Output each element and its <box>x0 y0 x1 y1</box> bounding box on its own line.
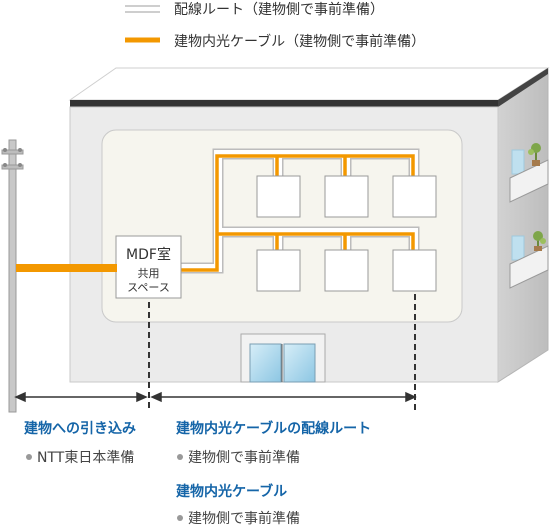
unit-box-1 <box>256 175 301 218</box>
mdf-room-sub2: スペース <box>127 281 170 294</box>
note-cable-text: 建物側で事前準備 <box>188 511 300 527</box>
caption-lead-in: 建物への引き込み <box>24 421 136 437</box>
arrow-lead-in <box>14 391 148 403</box>
bullet-dot <box>177 515 183 521</box>
unit-box-3 <box>392 175 437 218</box>
unit-box-5 <box>324 249 369 292</box>
caption-route: 建物内光ケーブルの配線ルート <box>176 421 372 437</box>
caption-cable: 建物内光ケーブル <box>176 484 288 500</box>
unit-box-2 <box>324 175 369 218</box>
legend-cable-label: 建物内光ケーブル（建物側で事前準備） <box>174 34 426 50</box>
note-cable: 建物側で事前準備 <box>177 508 300 527</box>
mdf-room-title: MDF室 <box>126 247 171 263</box>
interior-panel <box>101 129 463 323</box>
indoor-cable-network <box>180 154 415 272</box>
bullet-dot <box>26 454 32 460</box>
legend-route-label: 配線ルート（建物側で事前準備） <box>174 2 384 18</box>
mdf-room-box <box>115 235 182 299</box>
entrance-door <box>240 333 326 383</box>
utility-pole <box>1 139 24 413</box>
building-side <box>497 67 549 383</box>
note-lead-in-text: NTT東日本準備 <box>37 450 135 466</box>
mdf-room-sub1: 共用 <box>137 267 160 280</box>
building-roof-side-edge <box>498 68 548 107</box>
note-lead-in: NTT東日本準備 <box>26 447 134 467</box>
unit-box-4 <box>256 249 301 292</box>
legend-route-swatch <box>125 5 160 13</box>
note-route: 建物側で事前準備 <box>177 447 300 467</box>
building-roof-top <box>68 67 550 101</box>
balcony-upper <box>509 143 549 203</box>
building-roof-edge <box>70 100 498 107</box>
balcony-lower <box>509 231 549 289</box>
unit-box-6 <box>392 249 437 292</box>
bullet-dot <box>177 454 183 460</box>
note-route-text: 建物側で事前準備 <box>188 450 300 466</box>
lead-in-cable <box>16 264 117 272</box>
arrow-route <box>150 391 417 403</box>
